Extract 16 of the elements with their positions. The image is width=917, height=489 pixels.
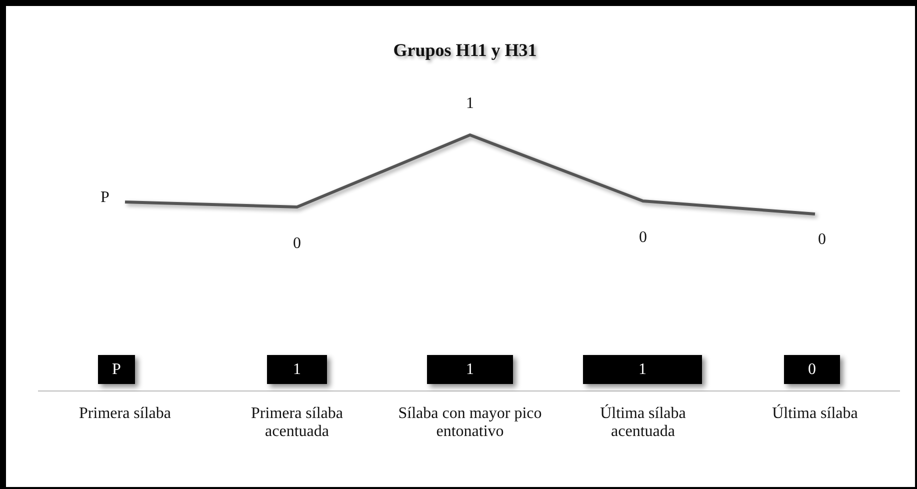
data-label: 0 [818, 231, 826, 249]
chart-title: Grupos H11 y H31 [393, 40, 537, 61]
data-label: 0 [293, 235, 301, 253]
value-box: 1 [427, 355, 513, 384]
value-box: P [98, 355, 135, 384]
category-label: Primera sílaba acentuada [250, 405, 344, 441]
category-label: Primera sílaba [78, 405, 172, 423]
category-label: Sílaba con mayor pico entonativo [397, 405, 543, 441]
category-label: Última sílaba [771, 405, 859, 423]
value-box: 1 [583, 355, 702, 384]
value-box: 0 [784, 355, 840, 384]
data-label: 0 [639, 229, 647, 247]
category-label: Última sílaba acentuada [599, 405, 687, 441]
value-box: 1 [267, 355, 327, 384]
data-label: 1 [466, 95, 474, 113]
data-label: P [100, 189, 110, 207]
